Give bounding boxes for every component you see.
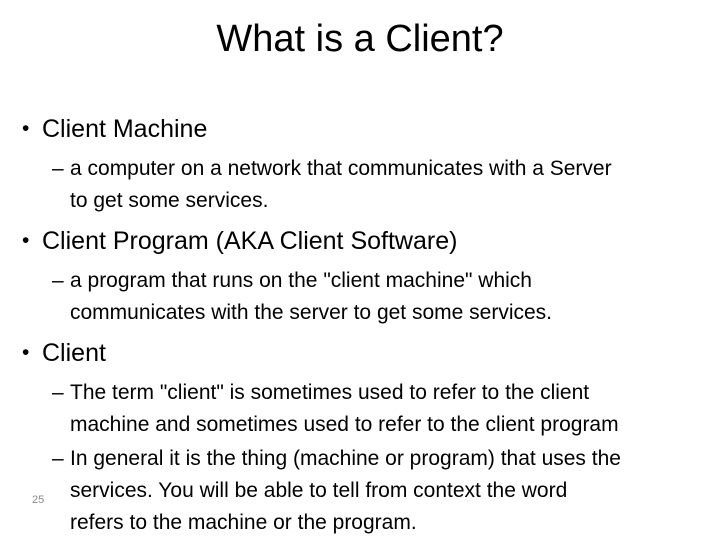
bullet-heading: • Client: [22, 337, 710, 369]
sub-bullet: – In general it is the thing (machine or…: [52, 443, 710, 539]
sub-bullet-text: a program that runs on the "client machi…: [70, 269, 553, 324]
sub-bullet: – The term "client" is sometimes used to…: [52, 377, 710, 441]
slide-page-number: 25: [32, 494, 45, 506]
sub-bullet-text: a computer on a network that communicate…: [70, 157, 612, 212]
dash-marker: –: [52, 269, 64, 292]
bullet-heading-text: Client Machine: [42, 115, 208, 143]
dash-marker: –: [52, 447, 64, 470]
bullet-heading-text: Client: [42, 339, 106, 367]
bullet-heading: • Client Machine: [22, 113, 710, 145]
bullet-heading-text: Client Program (AKA Client Software): [42, 227, 458, 255]
sub-bullet-text: The term "client" is sometimes used to r…: [70, 381, 619, 436]
dash-marker: –: [52, 381, 64, 404]
dash-marker: –: [52, 157, 64, 180]
bullet-marker: •: [22, 229, 30, 252]
bullet-heading: • Client Program (AKA Client Software): [22, 225, 710, 257]
sub-bullet: – a computer on a network that communica…: [52, 153, 710, 217]
sub-bullet: – a program that runs on the "client mac…: [52, 265, 710, 329]
bullet-marker: •: [22, 341, 30, 364]
slide-title: What is a Client?: [216, 18, 504, 60]
sub-bullet-text: In general it is the thing (machine or p…: [70, 447, 621, 534]
slide-body: • Client Machine – a computer on a netwo…: [22, 105, 710, 539]
bullet-marker: •: [22, 117, 30, 140]
